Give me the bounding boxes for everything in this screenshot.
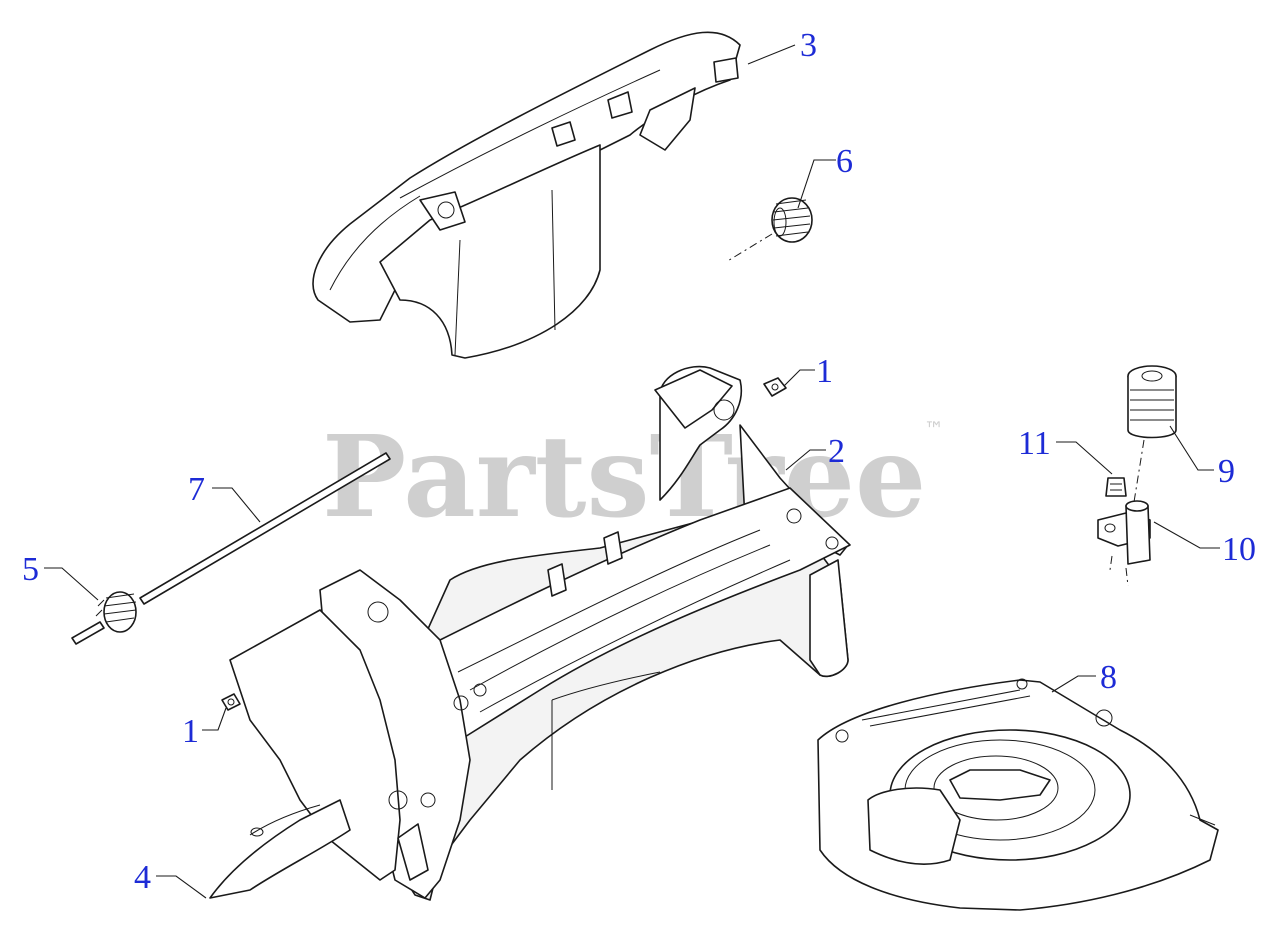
- part-3-rear-cover[interactable]: [312, 31, 741, 359]
- part-9-knob[interactable]: [1127, 365, 1177, 439]
- watermark-text: PartsTree: [322, 412, 926, 543]
- part-8-deck-housing[interactable]: [817, 678, 1219, 911]
- callout-11: 11: [1018, 425, 1051, 462]
- part-11-screw[interactable]: [1105, 477, 1127, 497]
- callout-8: 8: [1100, 659, 1117, 696]
- callout-1-upper: 1: [816, 353, 833, 390]
- callout-1-lower: 1: [182, 713, 199, 750]
- part-1-nut-lower[interactable]: [221, 693, 241, 711]
- part-7-rod[interactable]: [139, 452, 391, 605]
- callout-10: 10: [1222, 531, 1256, 568]
- callout-9: 9: [1218, 453, 1235, 490]
- leader-lines: [44, 44, 1220, 899]
- callout-2: 2: [828, 433, 845, 470]
- callout-3: 3: [800, 27, 817, 64]
- part-6-spring[interactable]: [725, 197, 813, 263]
- callout-4: 4: [134, 859, 151, 896]
- callout-6: 6: [836, 143, 853, 180]
- watermark-trademark: ™: [924, 417, 944, 441]
- part-4-rear-flap[interactable]: [209, 799, 351, 899]
- callout-7: 7: [188, 471, 205, 508]
- callout-5: 5: [22, 551, 39, 588]
- part-2-deck-frame[interactable]: [229, 365, 851, 901]
- callout-labels: 3 6 1 2 7 5 1 4 8 9 10 11: [22, 27, 1256, 896]
- part-10-bracket[interactable]: [1097, 439, 1151, 587]
- part-1-nut-upper[interactable]: [763, 377, 787, 397]
- part-5-rod-spring[interactable]: [71, 591, 137, 645]
